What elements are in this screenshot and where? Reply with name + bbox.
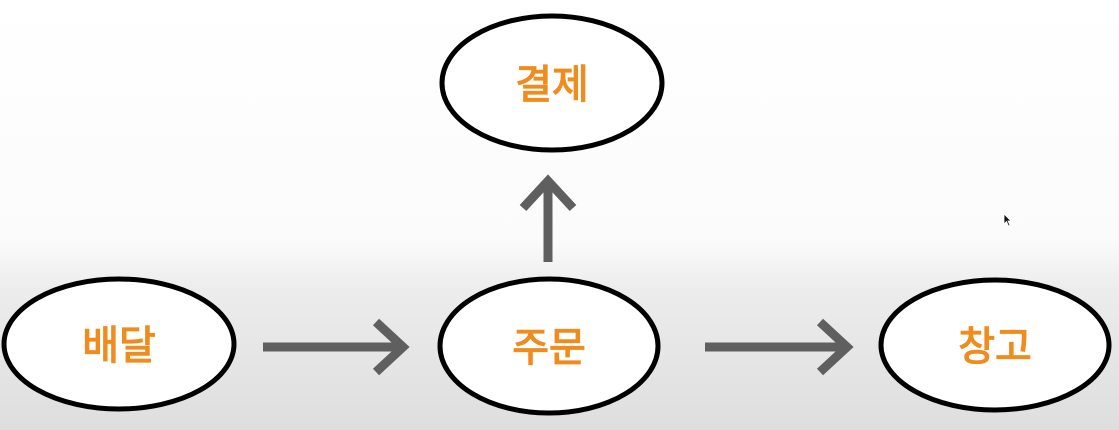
arrow-order-to-payment (519, 174, 577, 262)
arrow-delivery-to-order (263, 318, 410, 376)
node-payment-label: 결제 (515, 62, 589, 108)
node-delivery-label: 배달 (82, 323, 156, 369)
mouse-cursor-icon (1003, 213, 1012, 227)
node-payment: 결제 (439, 13, 665, 153)
node-order-label: 주문 (512, 325, 586, 371)
node-delivery: 배달 (1, 276, 237, 412)
node-warehouse: 창고 (878, 277, 1112, 413)
arrow-order-to-warehouse (705, 318, 854, 376)
node-warehouse-outline (878, 277, 1112, 413)
node-delivery-outline (1, 276, 237, 412)
node-warehouse-label: 창고 (958, 324, 1032, 370)
node-order-outline (437, 276, 661, 416)
node-payment-outline (439, 13, 665, 153)
node-order: 주문 (437, 276, 661, 416)
